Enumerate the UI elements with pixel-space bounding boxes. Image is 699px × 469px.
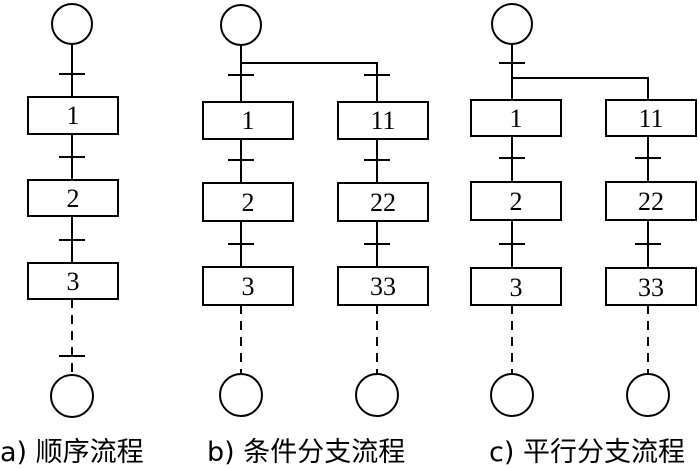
step-box: 2 [202,182,294,222]
diagram-caption: a) 顺序流程 [0,437,144,468]
step-box: 3 [202,266,294,306]
step-box: 3 [27,262,119,300]
step-box: 1 [202,101,294,140]
final-step-circle [490,373,534,417]
conditional-branch-diagram: 1 2 3 11 22 33 [202,4,429,468]
step-box: 33 [337,266,429,306]
step-label: 1 [67,101,80,130]
diagram-caption: b) 条件分支流程 [207,437,405,468]
step-box: 1 [470,99,562,137]
step-label: 3 [67,267,80,296]
step-box: 1 [27,96,119,135]
step-label: 2 [242,188,255,217]
step-label: 11 [638,104,663,133]
step-box: 11 [337,101,429,140]
step-label: 22 [638,187,664,216]
step-label: 33 [638,273,664,302]
step-box: 3 [470,267,562,306]
branch-connector [241,62,378,102]
final-step-circle [219,373,263,417]
step-label: 1 [510,104,523,133]
step-label: 22 [370,188,396,217]
final-step-circle [626,373,670,417]
step-label: 11 [370,106,395,135]
step-box: 2 [27,179,119,217]
step-box: 22 [337,182,429,222]
initial-step-circle [220,4,262,46]
step-box: 11 [605,99,697,137]
step-box: 22 [605,181,697,221]
final-step-circle [355,373,399,417]
final-step-circle [50,374,94,418]
parallel-branch-connector [512,77,649,100]
step-label: 2 [67,184,80,213]
diagram-caption: c) 平行分支流程 [489,437,685,468]
initial-step-circle [491,3,533,45]
parallel-branch-diagram: 1 2 3 11 22 33 [470,3,697,468]
step-label: 3 [242,272,255,301]
step-label: 3 [510,273,523,302]
step-label: 2 [510,187,523,216]
step-box: 33 [605,267,697,306]
sequential-flow-diagram: 1 2 3 a) 顺序流程 [0,3,144,468]
initial-step-circle [51,3,93,45]
step-box: 2 [470,181,562,221]
step-label: 1 [242,106,255,135]
step-label: 33 [370,272,396,301]
